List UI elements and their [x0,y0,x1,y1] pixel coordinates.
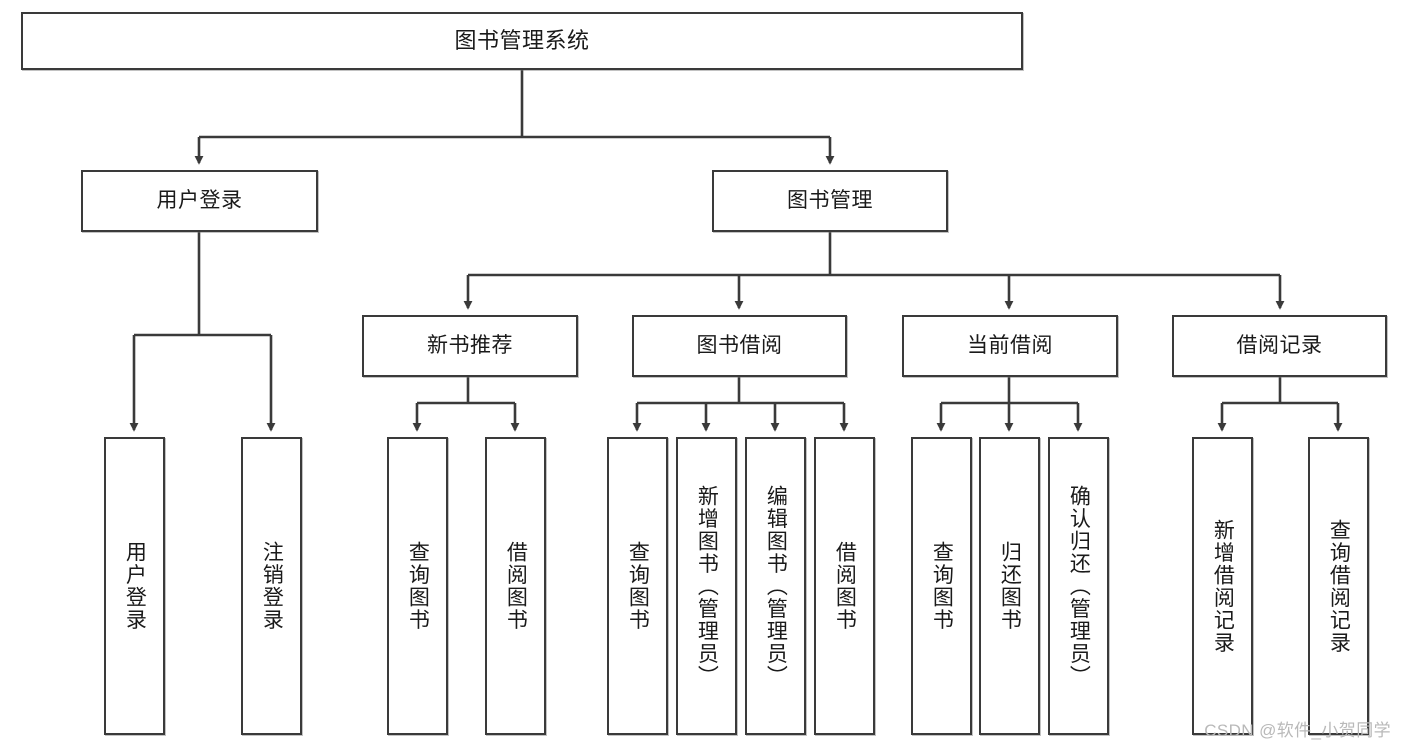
node-label: 图书管理系统 [454,27,590,53]
node-label: 借阅图书 [833,541,857,631]
node-label: 用户登录 [123,541,147,631]
leaf-user-login[interactable]: 用户登录 [104,437,165,735]
node-label: 借阅图书 [504,541,528,631]
node-label: 查询图书 [406,541,430,631]
node-book-management[interactable]: 图书管理 [712,170,948,232]
leaf-borrow-borrow-book[interactable]: 借阅图书 [814,437,875,735]
node-label: 借阅记录 [1236,334,1323,358]
node-label: 当前借阅 [967,334,1053,358]
leaf-newbook-query-book[interactable]: 查询图书 [387,437,448,735]
leaf-record-query-record[interactable]: 查询借阅记录 [1308,437,1369,735]
node-label: 确认归还（管理员） [1067,484,1091,688]
leaf-logout[interactable]: 注销登录 [241,437,302,735]
leaf-current-query-book[interactable]: 查询图书 [911,437,972,735]
node-label: 注销登录 [260,541,284,631]
csdn-watermark: CSDN @软件_小贺同学 [1204,721,1391,740]
node-label: 用户登录 [156,189,243,213]
node-label: 新书推荐 [427,334,513,358]
node-label: 查询图书 [930,541,954,631]
node-user-login[interactable]: 用户登录 [81,170,318,232]
node-borrow-record[interactable]: 借阅记录 [1172,315,1387,377]
node-label: 查询借阅记录 [1327,518,1351,654]
node-label: 新增图书（管理员） [695,484,719,688]
leaf-newbook-borrow-book[interactable]: 借阅图书 [485,437,546,735]
node-new-book-recommend[interactable]: 新书推荐 [362,315,578,377]
leaf-current-return-book[interactable]: 归还图书 [979,437,1040,735]
node-label: 图书管理 [787,189,873,213]
leaf-borrow-edit-book-admin[interactable]: 编辑图书（管理员） [745,437,806,735]
node-label: 新增借阅记录 [1211,518,1235,654]
node-label: 查询图书 [626,541,650,631]
node-label: 编辑图书（管理员） [764,484,788,688]
leaf-current-confirm-return-admin[interactable]: 确认归还（管理员） [1048,437,1109,735]
leaf-borrow-add-book-admin[interactable]: 新增图书（管理员） [676,437,737,735]
leaf-borrow-query-book[interactable]: 查询图书 [607,437,668,735]
node-root-system[interactable]: 图书管理系统 [21,12,1023,70]
node-label: 图书借阅 [696,334,783,358]
leaf-record-add-record[interactable]: 新增借阅记录 [1192,437,1253,735]
node-current-borrow[interactable]: 当前借阅 [902,315,1118,377]
node-book-borrow[interactable]: 图书借阅 [632,315,847,377]
node-label: 归还图书 [998,541,1022,631]
